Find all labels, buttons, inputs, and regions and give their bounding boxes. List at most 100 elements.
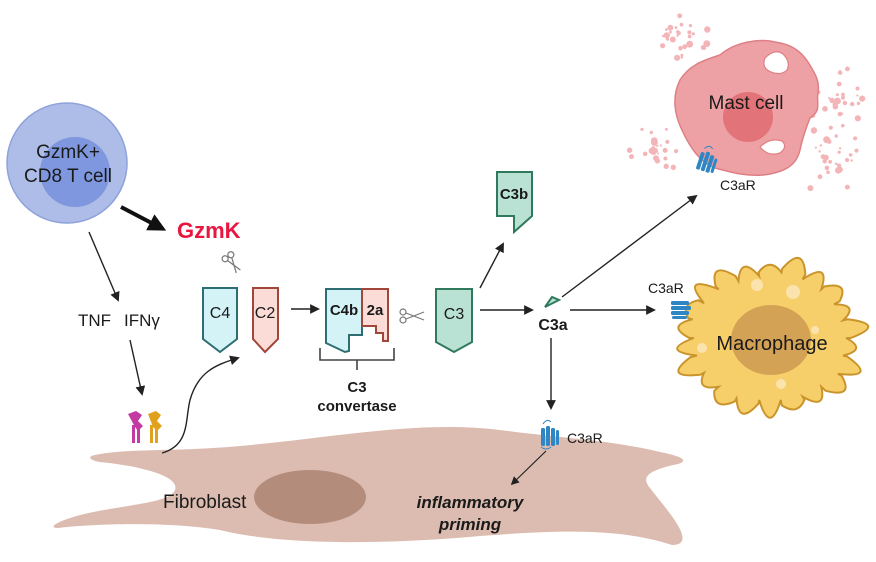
granule-dot (670, 164, 676, 170)
granule-dot (838, 147, 842, 150)
granule-dot (820, 154, 826, 160)
cytokine-receptors (128, 411, 162, 443)
granule-dot (626, 147, 633, 153)
mast-cell-label: Mast cell (709, 93, 784, 114)
granule-dot (807, 185, 814, 192)
granule-dot (691, 32, 695, 36)
granule-dot (656, 144, 659, 147)
granule-dot (642, 151, 648, 157)
granule-dot (674, 26, 678, 29)
arrow-tcell-to-gzmk (120, 205, 167, 231)
granule-dot (663, 32, 670, 39)
gzmk-label: GzmK (177, 218, 241, 243)
granule-dot (856, 101, 861, 106)
granule-dot (850, 159, 853, 162)
granule-dot (842, 100, 848, 106)
granule-dot (680, 53, 684, 57)
granule-dot (861, 97, 865, 100)
granule-dot (677, 13, 683, 19)
granule-dot (665, 139, 670, 144)
c2-protein: C2 (252, 287, 279, 354)
granule-dot (845, 66, 850, 72)
granule-dot (841, 95, 845, 100)
ifng-receptor-icon (148, 411, 162, 443)
granule-dot (835, 162, 838, 166)
granule-dot (665, 37, 670, 41)
outcome-line1: inflammatory (417, 493, 525, 512)
macrophage-c3ar-label: C3aR (648, 280, 684, 296)
granule-dot (817, 174, 823, 180)
granule-dot (680, 55, 684, 59)
arrow-fibroblast-to-complement (161, 355, 240, 454)
granule-dot (845, 157, 850, 163)
c3-protein: C3 (435, 288, 473, 354)
granule-dot (665, 28, 668, 31)
arrow-c3a-to-mast-cell (561, 194, 698, 298)
granule-dot (659, 144, 663, 147)
c4b-label: C4b (330, 302, 358, 319)
granule-dot (835, 93, 839, 97)
c2a-label: 2a (367, 302, 384, 319)
arrow-cytokines-to-receptors (129, 339, 146, 396)
c3-label: C3 (444, 306, 465, 323)
granule-dot (662, 147, 668, 153)
granule-dot (674, 149, 679, 154)
granule-dot (835, 167, 842, 174)
mast-cell: Mast cell (626, 13, 866, 192)
arrow-c3ar-to-priming (510, 450, 547, 486)
ifng-label: IFNγ (124, 311, 160, 330)
c3a-label: C3a (538, 317, 567, 334)
granule-dot (828, 97, 831, 100)
fibroblast-cell: Fibroblast inflammatory priming (53, 427, 684, 545)
granule-dot (848, 153, 853, 157)
granule-dot (841, 112, 844, 115)
granule-dot (660, 43, 666, 49)
granule-dot (829, 97, 835, 103)
granule-dot (828, 159, 832, 164)
scissors-icon (399, 308, 425, 324)
granule-dot (674, 54, 681, 61)
granule-dot (841, 92, 845, 97)
granule-dot (702, 46, 707, 50)
granule-dot (810, 127, 818, 134)
c2-label: C2 (255, 305, 276, 322)
granule-dot (844, 184, 850, 190)
c3a-fragment: C3a (538, 295, 568, 334)
tcell-label-line2: CD8 T cell (24, 166, 112, 187)
granule-dot (834, 134, 838, 138)
tnf-label: TNF (78, 311, 111, 330)
granule-dot (663, 163, 669, 169)
fibroblast-label: Fibroblast (163, 492, 247, 513)
granule-dot (855, 86, 860, 91)
granule-dot (819, 144, 823, 147)
tcell-label-line1: GzmK+ (36, 142, 100, 163)
convertase-label-line2: convertase (317, 398, 396, 415)
granule-dot (676, 30, 680, 34)
granule-dot (837, 111, 843, 117)
granule-dot (688, 24, 693, 28)
granule-dot (822, 159, 827, 164)
granule-dot (826, 139, 832, 144)
tnf-receptor-icon (128, 411, 143, 443)
mast-c3ar-label: C3aR (720, 177, 756, 193)
granule-dot (652, 148, 658, 154)
granule-dot (854, 115, 861, 122)
granule-dot (682, 44, 688, 50)
granule-dot (667, 24, 674, 31)
granule-dot (854, 148, 859, 153)
granule-dot (679, 22, 684, 27)
granule-dot (828, 125, 833, 130)
c3b-label: C3b (500, 186, 528, 203)
granule-dot (853, 136, 858, 141)
granule-dot (837, 150, 841, 154)
granule-dot (818, 150, 821, 153)
convertase-label-line1: C3 (347, 379, 366, 396)
mast-c3ar-receptor-icon (696, 145, 718, 173)
granule-dot (678, 46, 683, 51)
granule-dot (837, 70, 843, 75)
granule-dot (649, 130, 653, 135)
fibroblast-nucleus (254, 470, 366, 524)
granule-dot (651, 137, 658, 144)
granule-dot (837, 163, 842, 168)
fibroblast-body (53, 427, 684, 545)
